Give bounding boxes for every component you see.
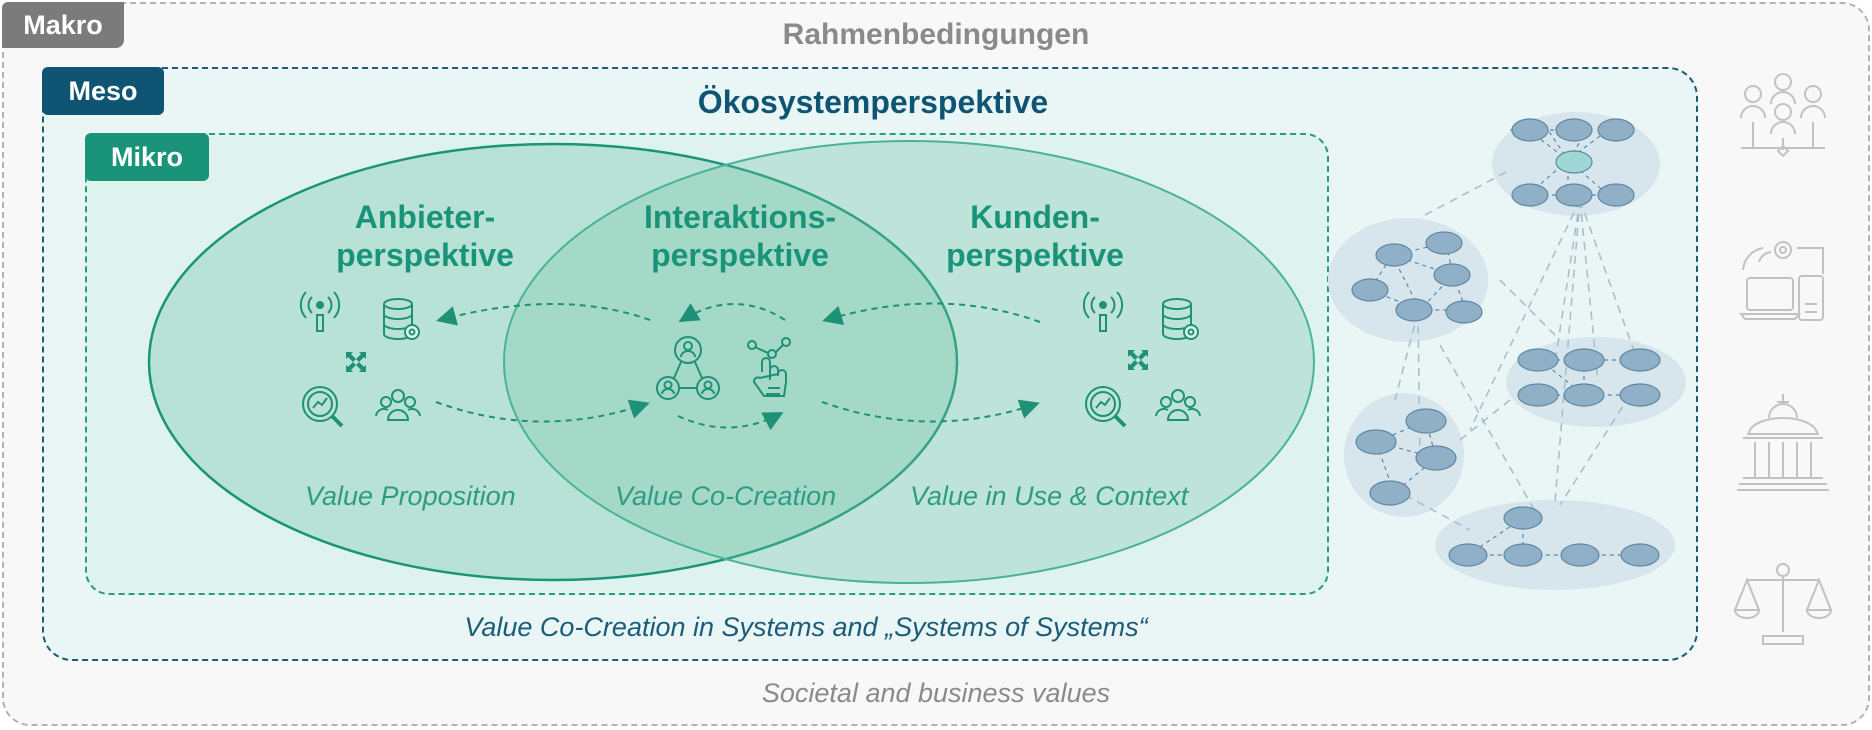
provider-icons — [299, 291, 421, 428]
expand-arrows-icon — [346, 352, 366, 372]
provider-title-line2: perspektive — [336, 237, 514, 273]
arrow-provider-forward — [435, 399, 650, 423]
ecosystem-network — [1328, 112, 1686, 590]
antenna-icon — [1082, 291, 1124, 332]
people-group-icon — [1740, 73, 1826, 158]
node — [1433, 263, 1471, 287]
node — [1425, 231, 1463, 255]
node — [1405, 408, 1447, 434]
customer-title-line1: Kunden- — [970, 199, 1100, 235]
arrow-interaction-back — [678, 303, 786, 323]
interaction-title-line1: Interaktions- — [643, 199, 837, 235]
database-settings-icon — [383, 298, 420, 340]
arrow-interaction-forward — [677, 412, 784, 431]
network-people-icon — [656, 336, 720, 400]
provider-title-line1: Anbieter- — [354, 199, 496, 235]
cluster-bottom — [1435, 500, 1675, 590]
node — [1619, 383, 1661, 407]
value-proposition-label: Value Proposition — [305, 481, 516, 511]
justice-scale-icon — [1733, 563, 1833, 645]
people-icon — [375, 389, 421, 421]
mikro-tag: Mikro — [85, 133, 209, 181]
provider-ellipse — [147, 142, 959, 582]
node — [1503, 543, 1543, 567]
node — [1395, 298, 1433, 322]
node — [1351, 278, 1389, 302]
node — [1445, 300, 1483, 324]
analytics-magnifier-icon — [1085, 386, 1127, 428]
touch-hand-icon — [747, 337, 791, 397]
node — [1355, 429, 1397, 455]
customer-title: Kunden- perspektive — [910, 198, 1160, 274]
interaction-title-line2: perspektive — [651, 237, 829, 273]
node — [1511, 183, 1549, 207]
database-settings-icon — [1162, 298, 1199, 340]
provider-title: Anbieter- perspektive — [300, 198, 550, 274]
node — [1555, 183, 1593, 207]
node — [1563, 383, 1605, 407]
arrow-provider-back — [436, 303, 651, 326]
people-icon — [1155, 389, 1201, 421]
node — [1619, 348, 1661, 372]
node — [1511, 118, 1549, 142]
node — [1563, 348, 1605, 372]
customer-icons — [1082, 291, 1201, 428]
makro-tag: Makro — [2, 2, 124, 48]
customer-ellipse — [503, 140, 1315, 584]
node — [1517, 383, 1559, 407]
customer-title-line2: perspektive — [946, 237, 1124, 273]
node — [1503, 506, 1543, 530]
node — [1597, 118, 1635, 142]
node — [1415, 445, 1457, 471]
arrow-customer-forward — [821, 399, 1040, 423]
node — [1555, 118, 1593, 142]
expand-arrows-icon — [1128, 350, 1148, 370]
arrow-customer-back — [822, 302, 1041, 326]
computer-settings-icon — [1738, 241, 1824, 321]
meso-title: Ökosystemperspektive — [697, 84, 1049, 120]
node — [1375, 243, 1413, 267]
node — [1555, 150, 1593, 174]
node — [1369, 480, 1411, 506]
meso-footer: Value Co-Creation in Systems and „System… — [464, 612, 1148, 642]
makro-title: Rahmenbedingungen — [782, 18, 1090, 51]
node — [1560, 543, 1600, 567]
antenna-icon — [299, 291, 341, 332]
value-co-creation-label: Value Co-Creation — [615, 481, 837, 511]
interaction-title: Interaktions- perspektive — [600, 198, 880, 274]
institution-building-icon — [1737, 394, 1829, 491]
analytics-magnifier-icon — [302, 386, 344, 428]
makro-footer: Societal and business values — [761, 678, 1111, 708]
node — [1620, 543, 1660, 567]
node — [1517, 348, 1559, 372]
side-icons — [1733, 73, 1833, 645]
mikro-frame — [85, 133, 1329, 595]
node — [1597, 183, 1635, 207]
node — [1448, 543, 1488, 567]
interaction-icons — [656, 336, 791, 400]
meso-tag: Meso — [42, 67, 164, 115]
value-in-use-label: Value in Use & Context — [910, 481, 1189, 511]
